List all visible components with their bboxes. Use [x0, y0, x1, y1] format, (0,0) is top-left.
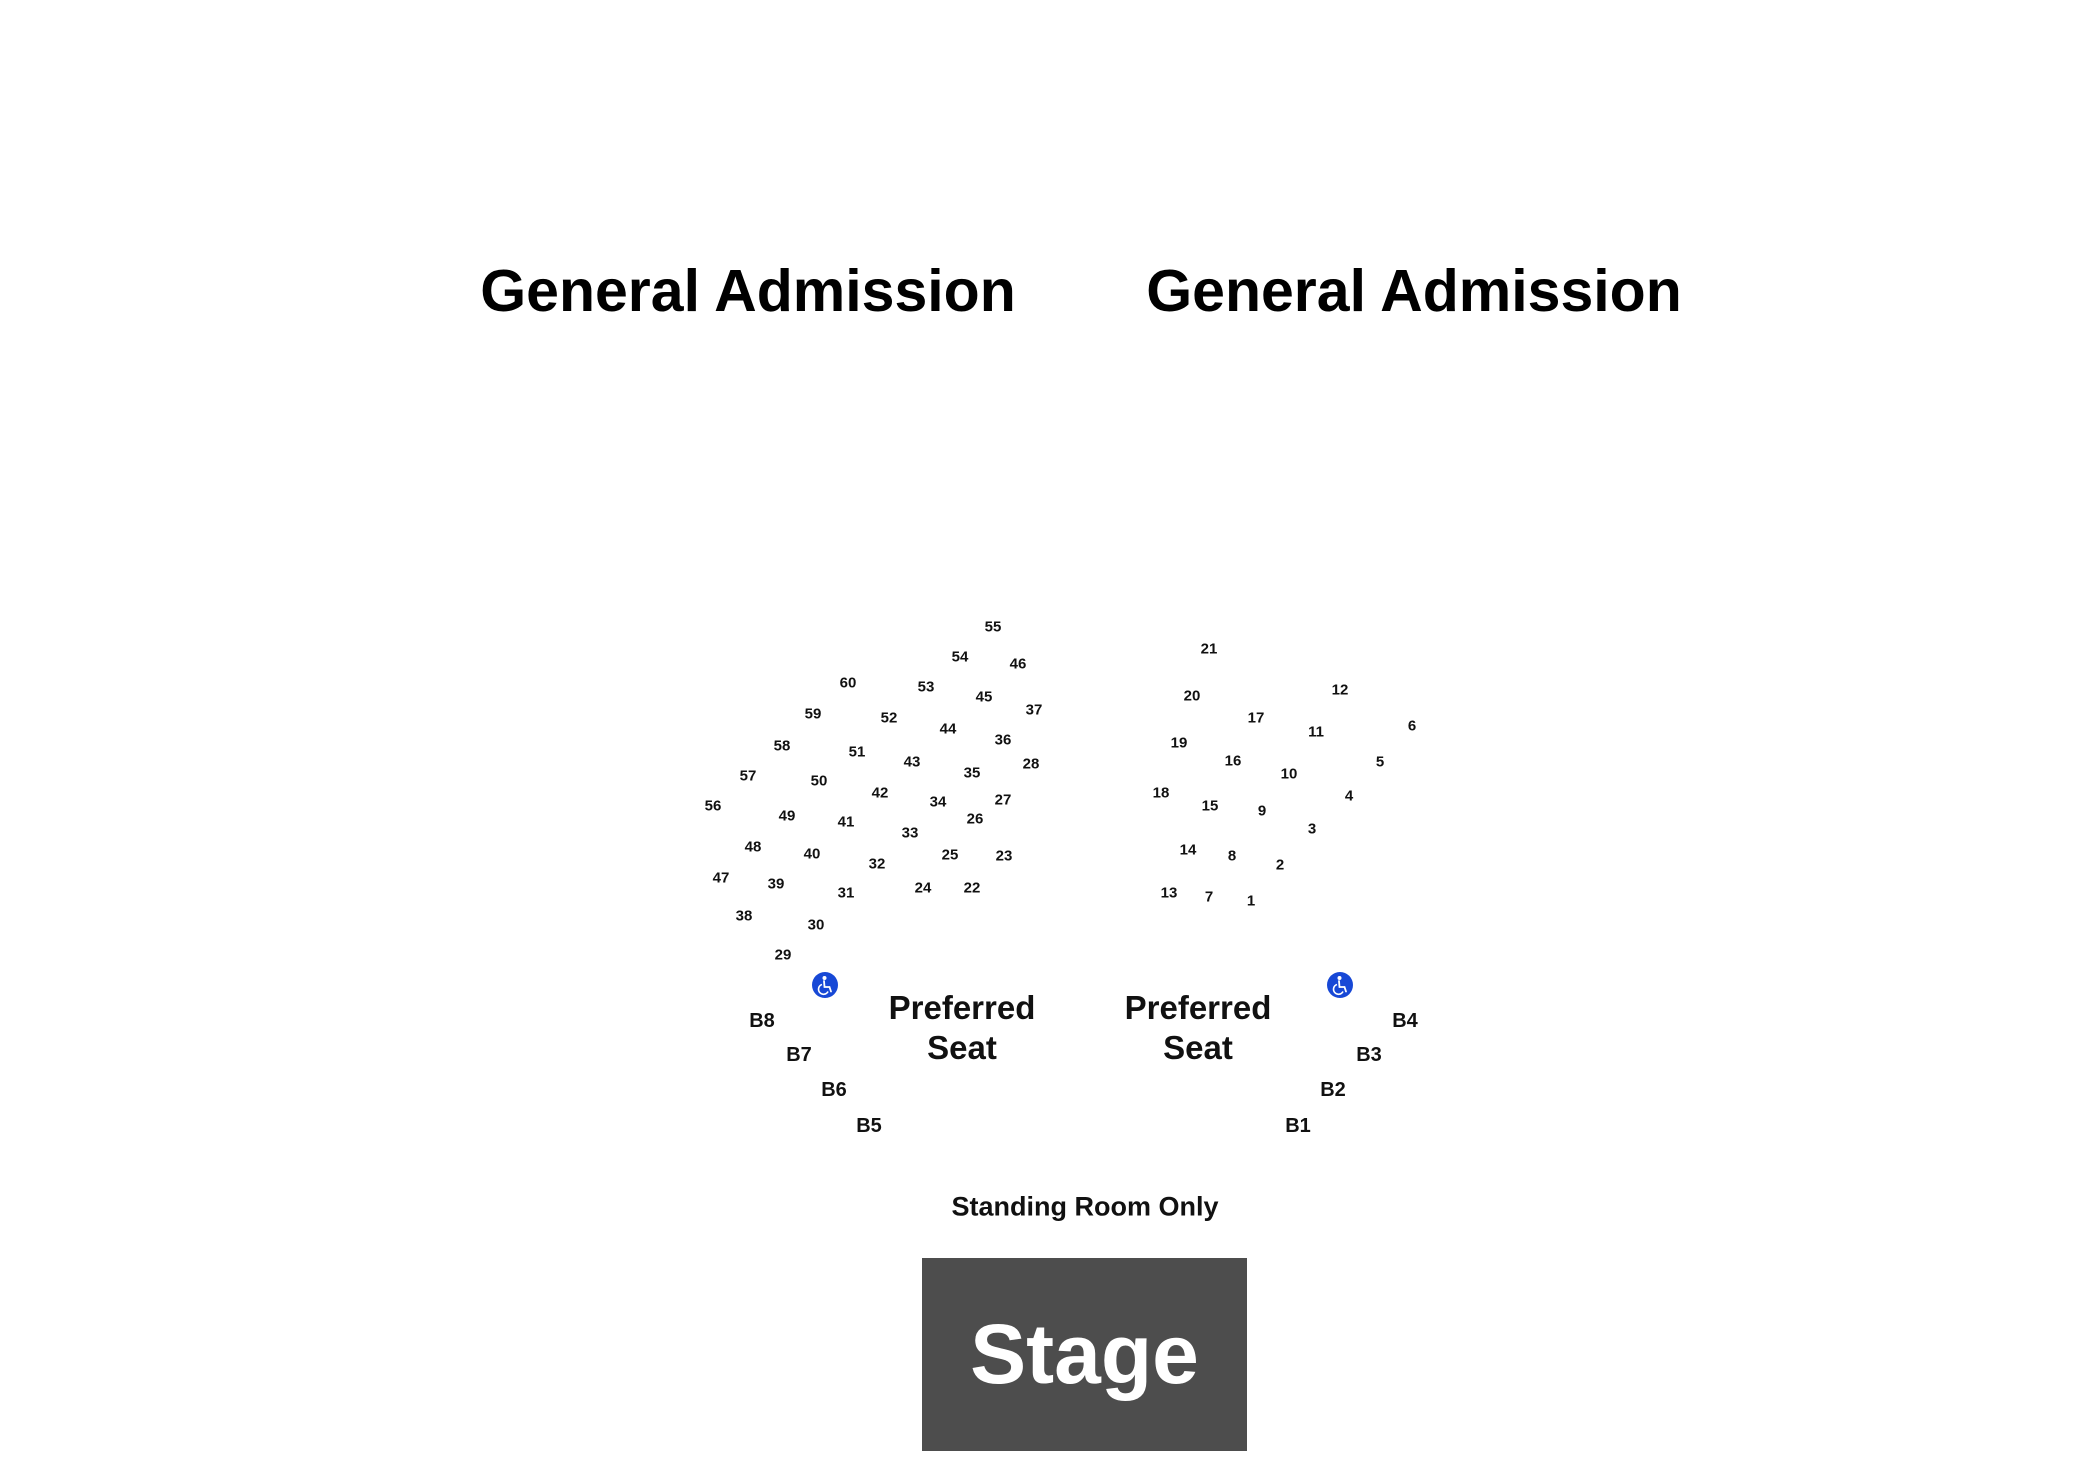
- seat-37[interactable]: 37: [1025, 701, 1043, 719]
- seat-36[interactable]: 36: [994, 731, 1012, 749]
- box-b3[interactable]: B3: [1356, 1044, 1382, 1066]
- general-admission-right-label[interactable]: General Admission: [1146, 258, 1682, 324]
- box-b1[interactable]: B1: [1285, 1115, 1311, 1137]
- seat-54[interactable]: 54: [951, 648, 969, 666]
- seat-33[interactable]: 33: [901, 824, 919, 842]
- preferred-seat-right[interactable]: Preferred Seat: [1088, 988, 1308, 1068]
- seat-44[interactable]: 44: [939, 720, 957, 738]
- box-b2[interactable]: B2: [1320, 1079, 1346, 1101]
- seat-3[interactable]: 3: [1307, 820, 1317, 838]
- preferred-seat-left-line1: Preferred: [888, 989, 1036, 1026]
- seat-22[interactable]: 22: [963, 879, 981, 897]
- seat-16[interactable]: 16: [1224, 752, 1242, 770]
- general-admission-left-label[interactable]: General Admission: [480, 258, 1016, 324]
- seat-42[interactable]: 42: [871, 784, 889, 802]
- preferred-seat-left-line2: Seat: [927, 1029, 997, 1066]
- preferred-seat-left[interactable]: Preferred Seat: [852, 988, 1072, 1068]
- seat-53[interactable]: 53: [917, 678, 935, 696]
- seat-13[interactable]: 13: [1160, 884, 1178, 902]
- seat-4[interactable]: 4: [1344, 787, 1354, 805]
- seat-11[interactable]: 11: [1308, 723, 1324, 741]
- seat-35[interactable]: 35: [963, 764, 981, 782]
- seat-55[interactable]: 55: [984, 618, 1002, 636]
- seat-50[interactable]: 50: [810, 772, 828, 790]
- seat-27[interactable]: 27: [994, 791, 1012, 809]
- seat-19[interactable]: 19: [1170, 734, 1188, 752]
- seat-57[interactable]: 57: [739, 767, 757, 785]
- seat-20[interactable]: 20: [1183, 687, 1201, 705]
- preferred-seat-right-line2: Seat: [1163, 1029, 1233, 1066]
- seat-7[interactable]: 7: [1204, 888, 1214, 906]
- seat-46[interactable]: 46: [1009, 655, 1027, 673]
- stage: Stage: [922, 1258, 1247, 1451]
- seat-31[interactable]: 31: [837, 884, 855, 902]
- seat-5[interactable]: 5: [1375, 753, 1385, 771]
- seat-15[interactable]: 15: [1201, 797, 1219, 815]
- seat-26[interactable]: 26: [966, 810, 984, 828]
- standing-room-label[interactable]: Standing Room Only: [951, 1191, 1219, 1222]
- seat-29[interactable]: 29: [774, 946, 792, 964]
- seat-2[interactable]: 2: [1275, 856, 1285, 874]
- seat-12[interactable]: 12: [1331, 681, 1349, 699]
- seat-60[interactable]: 60: [839, 674, 857, 692]
- seat-47[interactable]: 47: [712, 869, 730, 887]
- seat-51[interactable]: 51: [848, 743, 866, 761]
- seat-23[interactable]: 23: [995, 847, 1013, 865]
- seat-14[interactable]: 14: [1179, 841, 1197, 859]
- seat-34[interactable]: 34: [929, 793, 947, 811]
- seat-17[interactable]: 17: [1247, 709, 1265, 727]
- seat-25[interactable]: 25: [941, 846, 959, 864]
- seat-43[interactable]: 43: [903, 753, 921, 771]
- seat-32[interactable]: 32: [868, 855, 886, 873]
- seat-18[interactable]: 18: [1152, 784, 1170, 802]
- box-b5[interactable]: B5: [856, 1115, 882, 1137]
- seat-49[interactable]: 49: [778, 807, 796, 825]
- preferred-seat-right-line1: Preferred: [1124, 989, 1272, 1026]
- seat-56[interactable]: 56: [704, 797, 722, 815]
- seat-39[interactable]: 39: [767, 875, 785, 893]
- seat-58[interactable]: 58: [773, 737, 791, 755]
- seat-1[interactable]: 1: [1246, 892, 1256, 910]
- box-b8[interactable]: B8: [749, 1010, 775, 1032]
- seat-28[interactable]: 28: [1022, 755, 1040, 773]
- seat-48[interactable]: 48: [744, 838, 762, 856]
- box-b6[interactable]: B6: [821, 1079, 847, 1101]
- seat-6[interactable]: 6: [1407, 717, 1417, 735]
- seat-8[interactable]: 8: [1227, 847, 1237, 865]
- seat-9[interactable]: 9: [1257, 802, 1267, 820]
- wheelchair-icon: [812, 972, 838, 998]
- seat-40[interactable]: 40: [803, 845, 821, 863]
- seat-30[interactable]: 30: [807, 916, 825, 934]
- seat-24[interactable]: 24: [914, 879, 932, 897]
- wheelchair-icon: [1327, 972, 1353, 998]
- box-b7[interactable]: B7: [786, 1044, 812, 1066]
- box-b4[interactable]: B4: [1392, 1010, 1418, 1032]
- seat-59[interactable]: 59: [804, 705, 822, 723]
- seat-21[interactable]: 21: [1200, 640, 1218, 658]
- seat-41[interactable]: 41: [837, 813, 855, 831]
- seat-10[interactable]: 10: [1280, 765, 1298, 783]
- seat-52[interactable]: 52: [880, 709, 898, 727]
- seat-38[interactable]: 38: [735, 907, 753, 925]
- seat-45[interactable]: 45: [975, 688, 993, 706]
